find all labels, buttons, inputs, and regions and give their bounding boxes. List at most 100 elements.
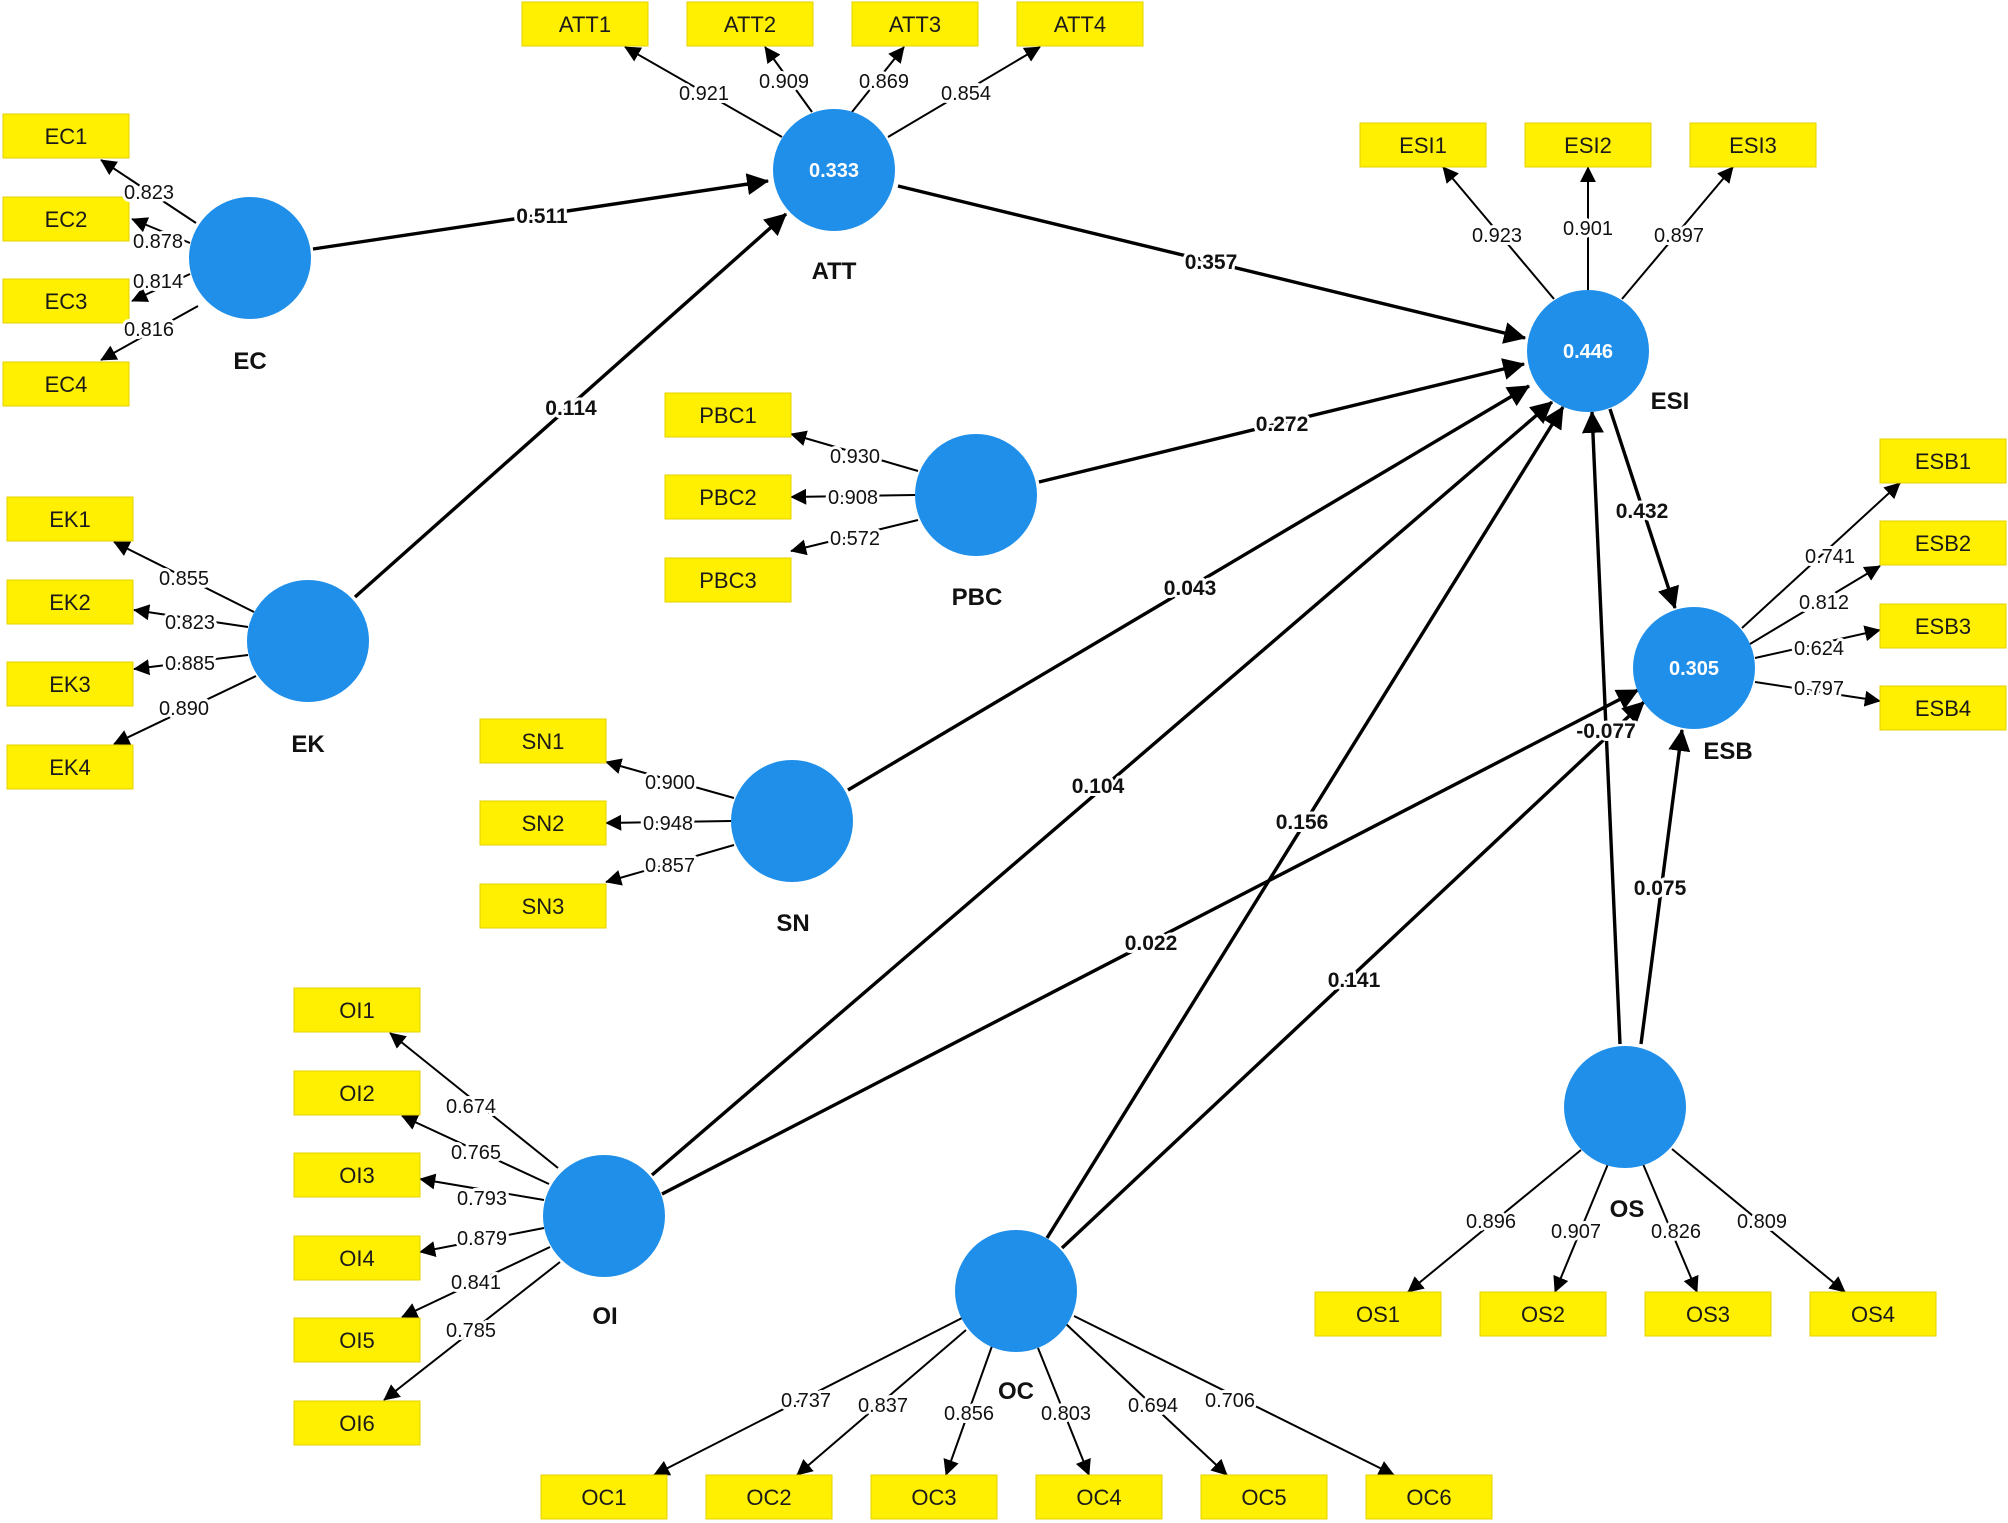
indicator-ek4[interactable]: EK4 [6, 744, 134, 790]
indicator-label: PBC3 [699, 568, 756, 593]
loading-arrow-os1 [1407, 1149, 1582, 1293]
indicator-ek1[interactable]: EK1 [6, 496, 134, 542]
indicator-esb2[interactable]: ESB2 [1879, 520, 2007, 566]
construct-label: EC [233, 348, 266, 375]
indicator-label: OS3 [1686, 1302, 1730, 1327]
loading-arrow-oc6 [1073, 1315, 1395, 1476]
loading-arrow-pbc3 [790, 519, 919, 556]
indicator-att3[interactable]: ATT3 [851, 1, 979, 47]
indicator-ec3[interactable]: EC3 [2, 278, 130, 324]
indicator-esi3[interactable]: ESI3 [1689, 122, 1817, 168]
path-coefficient-os-esi: -0.077 [1576, 720, 1636, 743]
construct-circle [915, 434, 1037, 556]
indicator-att4[interactable]: ATT4 [1016, 1, 1144, 47]
loading-arrow-ek3 [133, 654, 249, 676]
indicator-box [1524, 122, 1652, 168]
indicator-box [1365, 1474, 1493, 1520]
construct-oc[interactable]: OC [955, 1230, 1077, 1405]
indicator-box [1200, 1474, 1328, 1520]
loading-value-esb1: 0.741 [1805, 546, 1855, 568]
loading-value-os4: 0.809 [1737, 1211, 1787, 1233]
loading-value-pbc3: 0.572 [830, 528, 880, 550]
indicator-label: ESI3 [1729, 133, 1777, 158]
indicator-sn1[interactable]: SN1 [479, 718, 607, 764]
indicator-oc5[interactable]: OC5 [1200, 1474, 1328, 1520]
indicator-pbc1[interactable]: PBC1 [664, 392, 792, 438]
path-coefficient-oi-esi: 0.104 [1072, 775, 1125, 798]
construct-circle [543, 1155, 665, 1277]
indicator-label: OI3 [339, 1163, 374, 1188]
loading-value-oi2: 0.765 [451, 1142, 501, 1164]
indicator-ek2[interactable]: EK2 [6, 579, 134, 625]
construct-label: EK [291, 731, 325, 758]
indicator-oc6[interactable]: OC6 [1365, 1474, 1493, 1520]
path-coefficient-oc-esb: 0.141 [1328, 969, 1381, 992]
indicator-esb1[interactable]: ESB1 [1879, 438, 2007, 484]
indicator-box [293, 1235, 421, 1281]
indicator-oi5[interactable]: OI5 [293, 1317, 421, 1363]
indicator-sn3[interactable]: SN3 [479, 883, 607, 929]
indicator-os1[interactable]: OS1 [1314, 1291, 1442, 1337]
indicator-esi2[interactable]: ESI2 [1524, 122, 1652, 168]
indicator-ek3[interactable]: EK3 [6, 661, 134, 707]
construct-os[interactable]: OS [1564, 1046, 1686, 1223]
indicator-esb4[interactable]: ESB4 [1879, 685, 2007, 731]
loading-value-sn1: 0.900 [645, 772, 695, 794]
path-coefficient-ec-att: 0.511 [516, 205, 568, 228]
indicator-oi4[interactable]: OI4 [293, 1235, 421, 1281]
indicator-esi1[interactable]: ESI1 [1359, 122, 1487, 168]
indicator-esb3[interactable]: ESB3 [1879, 603, 2007, 649]
construct-oi[interactable]: OI [543, 1155, 665, 1330]
indicator-oc2[interactable]: OC2 [705, 1474, 833, 1520]
indicator-oi2[interactable]: OI2 [293, 1070, 421, 1116]
indicator-label: ATT1 [559, 12, 611, 37]
indicator-box [1879, 603, 2007, 649]
construct-label: OC [998, 1378, 1034, 1405]
indicator-oc1[interactable]: OC1 [540, 1474, 668, 1520]
indicator-ec2[interactable]: EC2 [2, 196, 130, 242]
loading-arrow-att3 [851, 46, 905, 113]
indicator-box [479, 718, 607, 764]
indicator-oi6[interactable]: OI6 [293, 1400, 421, 1446]
indicator-box [2, 196, 130, 242]
indicator-os4[interactable]: OS4 [1809, 1291, 1937, 1337]
r-squared-value: 0.446 [1563, 341, 1613, 363]
construct-ek[interactable]: EK [247, 580, 369, 758]
construct-pbc[interactable]: PBC [915, 434, 1037, 611]
indicator-label: PBC2 [699, 485, 756, 510]
loading-arrow-esb3 [1754, 625, 1881, 659]
loading-value-os2: 0.907 [1551, 1221, 1601, 1243]
indicator-pbc2[interactable]: PBC2 [664, 474, 792, 520]
loading-arrow-att4 [887, 46, 1041, 138]
path-arrow-ek-att [353, 212, 788, 599]
indicator-label: ATT3 [889, 12, 941, 37]
indicator-oc4[interactable]: OC4 [1035, 1474, 1163, 1520]
loading-value-esb4: 0.797 [1794, 678, 1844, 700]
construct-sn[interactable]: SN [731, 760, 853, 937]
indicator-oi1[interactable]: OI1 [293, 987, 421, 1033]
indicator-box [1809, 1291, 1937, 1337]
loading-arrow-ek1 [113, 541, 255, 613]
loading-value-oi3: 0.793 [457, 1188, 507, 1210]
indicator-oi3[interactable]: OI3 [293, 1152, 421, 1198]
indicator-label: OS1 [1356, 1302, 1400, 1327]
construct-ec[interactable]: EC [189, 197, 311, 375]
loading-value-esb2: 0.812 [1799, 592, 1849, 614]
indicator-sn2[interactable]: SN2 [479, 800, 607, 846]
indicator-ec4[interactable]: EC4 [2, 361, 130, 407]
indicator-label: OS2 [1521, 1302, 1565, 1327]
indicator-att2[interactable]: ATT2 [686, 1, 814, 47]
loading-arrow-ec4 [100, 305, 199, 361]
loading-arrow-esb4 [1754, 681, 1881, 707]
indicator-os3[interactable]: OS3 [1644, 1291, 1772, 1337]
indicator-ec1[interactable]: EC1 [2, 113, 130, 159]
loading-arrow-oi6 [383, 1261, 561, 1401]
indicator-pbc3[interactable]: PBC3 [664, 557, 792, 603]
construct-circle [189, 197, 311, 319]
indicator-os2[interactable]: OS2 [1479, 1291, 1607, 1337]
indicator-att1[interactable]: ATT1 [521, 1, 649, 47]
indicator-oc3[interactable]: OC3 [870, 1474, 998, 1520]
